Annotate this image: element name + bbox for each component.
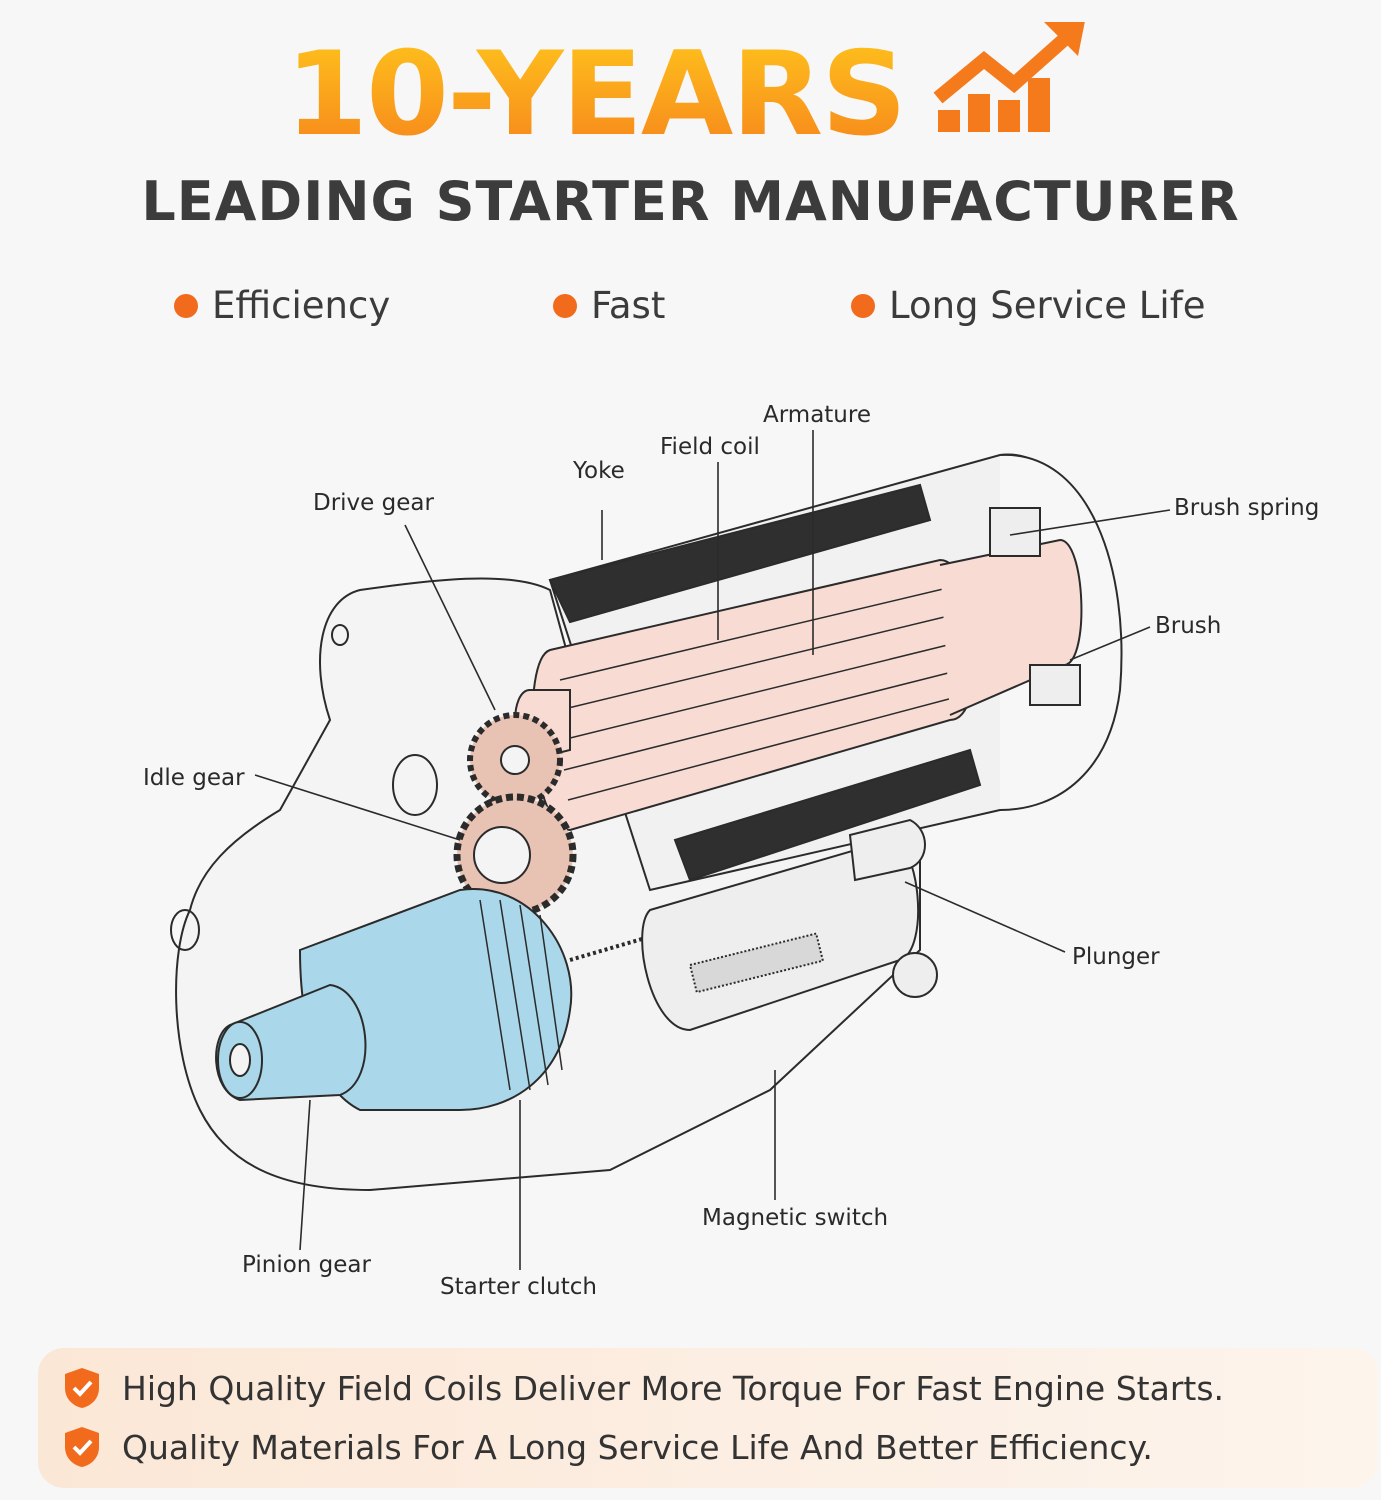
benefit-text: Quality Materials For A Long Service Lif… <box>122 1427 1153 1467</box>
armature-lines <box>559 584 969 801</box>
label-pinion-gear: Pinion gear <box>242 1252 372 1278</box>
switch-mesh <box>688 932 825 994</box>
mount-hole <box>331 624 349 646</box>
feature-label: Efficiency <box>212 284 391 327</box>
growth-chart-icon <box>933 22 1085 132</box>
bullet-dot-icon <box>174 293 198 318</box>
mount-hole <box>170 909 200 951</box>
clutch-ribs <box>479 899 563 1091</box>
mount-hole <box>392 754 438 816</box>
field-coil-top <box>548 483 932 624</box>
label-plunger: Plunger <box>1072 944 1160 970</box>
label-field-coil: Field coil <box>660 434 760 460</box>
shield-check-icon <box>65 1427 99 1467</box>
pinion-gear-shape <box>215 983 367 1102</box>
label-idle-gear: Idle gear <box>143 765 245 791</box>
label-drive-gear: Drive gear <box>313 490 434 516</box>
headline-text: 10-YEARS <box>285 27 905 152</box>
feature-label: Long Service Life <box>889 284 1206 327</box>
shield-check-icon <box>65 1368 99 1408</box>
bullet-dot-icon <box>553 293 577 318</box>
label-yoke: Yoke <box>572 458 625 484</box>
feature-label: Fast <box>591 284 666 327</box>
benefit-item: Quality Materials For A Long Service Lif… <box>62 1425 1153 1469</box>
plunger <box>848 818 926 882</box>
feature-item: Long Service Life <box>851 284 1206 327</box>
label-brush-spring: Brush spring <box>1174 495 1319 521</box>
feature-item: Fast <box>553 284 665 327</box>
bullet-dot-icon <box>851 293 875 318</box>
label-brush: Brush <box>1155 613 1221 639</box>
leader-lines <box>254 430 1171 1270</box>
benefit-item: High Quality Field Coils Deliver More To… <box>62 1366 1224 1410</box>
field-coil-bottom <box>673 748 982 882</box>
label-armature: Armature <box>763 402 871 428</box>
label-magnetic-switch: Magnetic switch <box>702 1205 888 1231</box>
terminal-nut <box>892 952 938 998</box>
drive-gear <box>467 712 563 808</box>
starter-motor-diagram: Armature Field coil Yoke Drive gear Brus… <box>143 402 1319 1300</box>
benefits-banner <box>38 1348 1378 1488</box>
benefit-text: High Quality Field Coils Deliver More To… <box>122 1368 1225 1408</box>
feature-item: Efficiency <box>174 284 390 327</box>
label-starter-clutch: Starter clutch <box>440 1274 597 1300</box>
subtitle: LEADING STARTER MANUFACTURER <box>141 170 1240 233</box>
brush-holder <box>989 507 1041 557</box>
brush-holder <box>1029 664 1081 706</box>
headline: 10-YEARS <box>285 22 1085 152</box>
